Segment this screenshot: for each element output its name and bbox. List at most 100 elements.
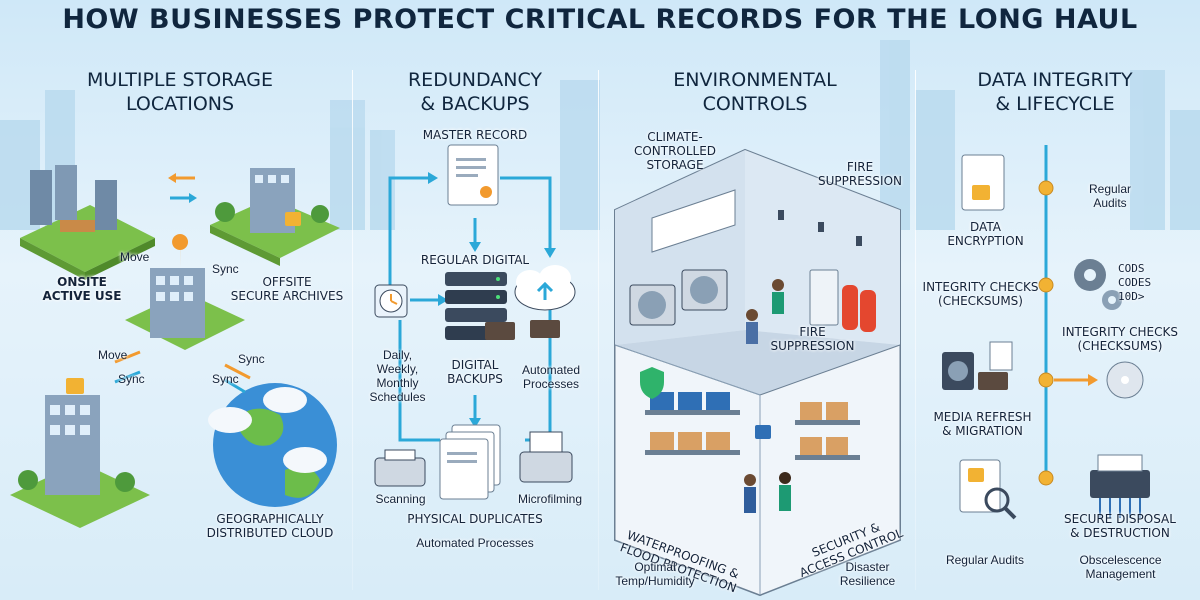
onsite-office-icon [20,165,155,280]
disaster-line: Disaster [845,560,890,574]
page-title: HOW BUSINESSES PROTECT CRITICAL RECORDS … [62,4,1138,35]
disposal-line: SECURE DISPOSAL [1064,512,1176,526]
sync-label: Sync [238,352,265,366]
cloud-label-line: GEOGRAPHICALLY [216,512,324,526]
digital-backups-label: DIGITAL BACKUPS [435,358,515,386]
environment-title-line: CONTROLS [702,93,808,115]
sync-label: Sync [212,372,239,386]
city-skyline-background [0,40,1200,230]
disposal-line: & DESTRUCTION [1070,526,1170,540]
integrity-title-line: & LIFECYCLE [995,93,1115,115]
climate-line: CLIMATE- [647,130,703,144]
encryption-document-icon [961,154,1005,211]
central-building-icon [125,234,245,350]
obsolescence-label: Obscelescence Management [1058,553,1183,581]
microfilming-label: Microfilming [517,492,582,506]
obsolescence-line: Management [1085,567,1156,581]
digital-backups-line: DIGITAL [451,358,499,372]
schedules-line: Monthly [376,376,419,390]
offsite-label-line: SECURE ARCHIVES [230,289,344,303]
checksum-codes-label: CODS CODES 10D> [1118,262,1163,304]
offsite-label: OFFSITE SECURE ARCHIVES [222,275,352,303]
column-divider [598,70,599,590]
air-conditioner-icon [651,189,736,253]
cloud-upload-icon [514,265,576,311]
optical-disc-icon [1106,361,1144,399]
integrity-checks-left-label: INTEGRITY CHECKS (CHECKSUMS) [918,280,1043,308]
redundancy-column-title: REDUNDANCY & BACKUPS [360,68,590,116]
fire-line: FIRE [799,325,826,339]
environment-column-title: ENVIRONMENTAL CONTROLS [610,68,900,116]
physical-duplicates-label: PHYSICAL DUPLICATES [407,512,543,526]
automated-line: Processes [522,377,580,391]
storage-column-title: MULTIPLE STORAGE LOCATIONS [30,68,330,116]
refresh-line: & MIGRATION [942,424,1023,438]
archive-shelves-icon [645,392,860,460]
regular-audits-bottom-label: Regular Audits [945,553,1025,567]
checks-line: INTEGRITY CHECKS [1062,325,1178,339]
master-document-icon [447,144,499,206]
schedules-line: Daily, [382,348,413,362]
sync-arrows-icon [114,350,251,394]
hvac-unit-icon [629,269,728,326]
checks-line: (CHECKSUMS) [1077,339,1163,353]
globe-cloud-icon [208,383,337,507]
media-refresh-label: MEDIA REFRESH & MIGRATION [925,410,1040,438]
cloud-label-line: DISTRIBUTED CLOUD [206,526,334,540]
obsolescence-line: Obscelescence [1079,553,1162,567]
column-divider [915,70,916,590]
gear-icon [1074,259,1122,310]
climate-line: CONTROLLED [633,144,717,158]
integrity-column-title: DATA INTEGRITY & LIFECYCLE [925,68,1185,116]
cloud-label: GEOGRAPHICALLY DISTRIBUTED CLOUD [190,512,350,540]
fire-line: SUPPRESSION [818,174,902,188]
regular-digital-label: REGULAR DIGITAL [420,253,530,267]
shredder-icon [1090,454,1150,518]
column-divider [352,70,353,590]
automated-processes-label: Automated Processes [515,363,587,391]
scanning-label: Scanning [375,492,426,506]
timeline-node [1038,180,1054,486]
code-line: CODS [1118,262,1145,275]
media-drive-icon [942,341,1013,390]
storage-title-line: MULTIPLE STORAGE [86,69,273,91]
physical-documents-icon [439,424,501,500]
data-encryption-label: DATA ENCRYPTION [938,220,1033,248]
checks-line: (CHECKSUMS) [938,294,1023,308]
optimal-temp-label: Optimal Temp/Humidity [605,560,705,588]
schedules-label: Daily, Weekly, Monthly Schedules [365,348,430,404]
code-line: CODES [1118,276,1152,289]
regular-audits-top-label: Regular Audits [1070,182,1150,210]
digital-backups-line: BACKUPS [447,372,503,386]
fire-suppression-mid-label: FIRE SUPPRESSION [760,325,865,353]
staff-figure-icon [744,279,791,513]
onsite-label-line: ONSITE [57,275,107,289]
scanner-icon [374,449,426,487]
refresh-line: MEDIA REFRESH [933,410,1032,424]
sync-label: Sync [212,262,239,276]
automated-processes-bottom-label: Automated Processes [416,536,534,550]
onsite-label: ONSITE ACTIVE USE [42,275,122,303]
offsite-archive-icon [210,168,340,266]
storage-title-line: LOCATIONS [125,93,235,115]
sprinkler-icon [778,210,862,246]
encryption-line: ENCRYPTION [947,234,1024,248]
fire-suppression-top-label: FIRE SUPPRESSION [805,160,915,188]
fire-extinguisher-icon [809,269,876,332]
offsite-label-line: OFFSITE [262,275,312,289]
checks-line: INTEGRITY CHECKS [922,280,1039,294]
schedules-line: Schedules [369,390,426,404]
secure-disposal-label: SECURE DISPOSAL & DESTRUCTION [1050,512,1190,540]
schedule-clock-icon [374,284,408,318]
exchange-arrows-icon [168,173,197,203]
audits-line: Audits [1093,196,1127,210]
secure-tower-icon [10,378,150,528]
audit-document-icon [959,459,1017,520]
shield-check-icon [640,367,664,399]
redundancy-title-line: REDUNDANCY [407,69,542,91]
onsite-label-line: ACTIVE USE [42,289,122,303]
